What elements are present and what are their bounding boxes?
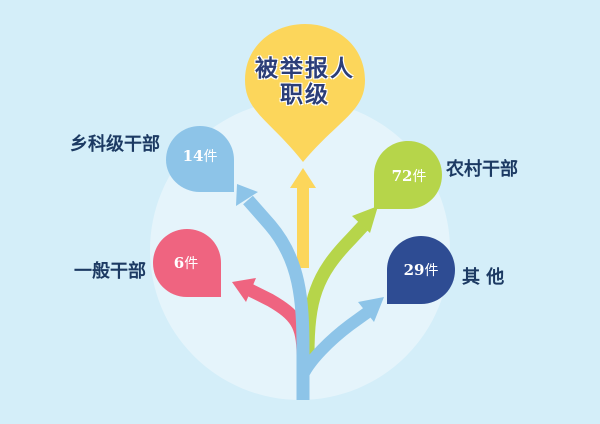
arrow-to-title <box>290 168 316 268</box>
count-unit: 件 <box>424 263 439 279</box>
label-village-cadres: 农村干部 <box>446 159 518 180</box>
trunk-and-branches <box>236 184 384 400</box>
title-line-2: 职级 <box>280 82 330 108</box>
pin-township-cadres <box>166 126 234 192</box>
label-township-cadres: 乡科级干部 <box>70 134 160 155</box>
count-unit: 件 <box>412 169 427 185</box>
pin-village-cadres <box>374 141 442 209</box>
count-value: 14 <box>182 147 204 165</box>
pin-general-cadres <box>153 229 221 297</box>
count-others: 29件 <box>404 260 439 280</box>
title-pin <box>245 24 365 162</box>
count-general-cadres: 6件 <box>174 253 198 273</box>
pin-others <box>387 236 455 304</box>
count-value: 6 <box>173 254 185 272</box>
diagram-title: 被举报人 职级 <box>255 56 355 108</box>
count-village-cadres: 72件 <box>392 166 427 186</box>
count-value: 29 <box>403 261 425 279</box>
count-township-cadres: 14件 <box>183 146 218 166</box>
count-value: 72 <box>391 167 413 185</box>
label-general-cadres: 一般干部 <box>74 261 146 282</box>
label-others: 其 他 <box>462 267 505 288</box>
count-unit: 件 <box>184 256 199 272</box>
count-unit: 件 <box>203 149 218 165</box>
title-line-1: 被举报人 <box>255 56 355 82</box>
